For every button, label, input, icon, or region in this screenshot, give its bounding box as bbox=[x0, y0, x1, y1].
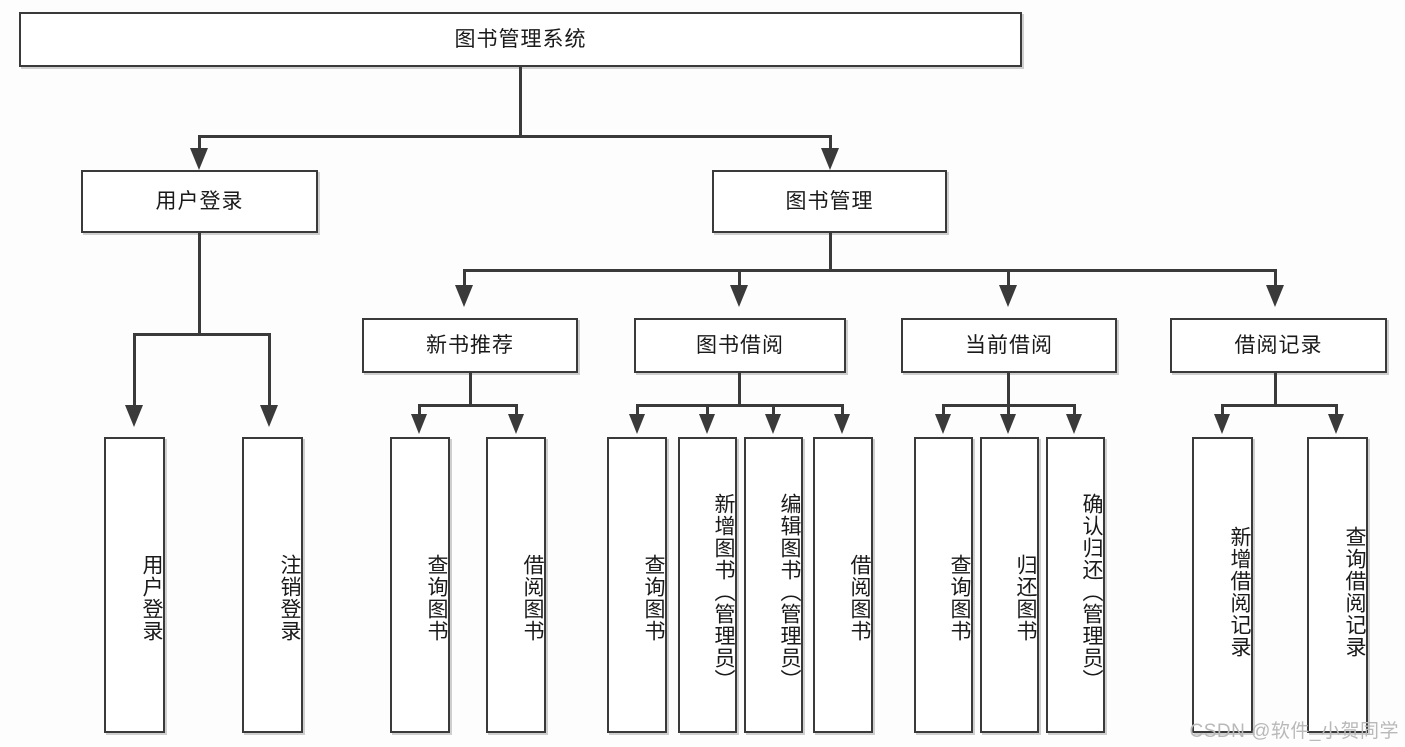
node-current-borrow-label: 当前借阅 bbox=[965, 333, 1053, 357]
arrow-to-book-management bbox=[821, 148, 839, 170]
watermark: CSDN @软件_小贺同学 bbox=[1189, 721, 1399, 742]
arrow-to-leaf-add-record bbox=[1214, 414, 1230, 434]
connector-br-drop-1 bbox=[1221, 404, 1224, 416]
leaf-user-login[interactable]: 用户登录 bbox=[104, 437, 165, 733]
node-root[interactable]: 图书管理系统 bbox=[19, 12, 1022, 67]
connector-bb-drop-4 bbox=[841, 404, 844, 416]
arrow-to-book-borrow bbox=[730, 285, 748, 307]
node-book-borrow[interactable]: 图书借阅 bbox=[634, 318, 846, 373]
node-borrow-record[interactable]: 借阅记录 bbox=[1170, 318, 1387, 373]
leaf-query-book-3[interactable]: 查询图书 bbox=[914, 437, 973, 733]
leaf-borrow-book-2[interactable]: 借阅图书 bbox=[813, 437, 873, 733]
connector-bb-drop-2 bbox=[706, 404, 709, 416]
arrow-to-leaf-borrow-book-2 bbox=[834, 414, 850, 434]
connector-level2-drop-2 bbox=[738, 269, 741, 287]
connector-user-login-bus bbox=[133, 333, 271, 336]
connector-book-management-stem bbox=[829, 233, 832, 272]
leaf-confirm-return[interactable]: 确认归还（管理员） bbox=[1046, 437, 1105, 733]
connector-root-stem bbox=[519, 67, 522, 137]
connector-cb-stem bbox=[1007, 373, 1010, 407]
connector-level2-bus bbox=[463, 269, 1277, 272]
connector-cb-drop-1 bbox=[942, 404, 945, 416]
connector-level1-bus bbox=[198, 135, 832, 138]
connector-user-login-drop-right bbox=[268, 333, 271, 407]
connector-nbr-stem bbox=[469, 373, 472, 407]
connector-nbr-drop-1 bbox=[418, 404, 421, 416]
leaf-query-book-1-label: 查询图书 bbox=[425, 554, 448, 642]
node-book-management-label: 图书管理 bbox=[785, 189, 874, 213]
leaf-query-record-label: 查询借阅记录 bbox=[1343, 526, 1366, 658]
leaf-confirm-return-label: 确认归还（管理员） bbox=[1080, 493, 1103, 691]
arrow-to-leaf-add-book bbox=[699, 414, 715, 434]
connector-level1-drop-right bbox=[829, 135, 832, 153]
node-user-login-label: 用户登录 bbox=[155, 189, 244, 213]
node-book-borrow-label: 图书借阅 bbox=[696, 333, 784, 357]
leaf-query-book-1[interactable]: 查询图书 bbox=[390, 437, 450, 733]
connector-level2-drop-1 bbox=[463, 269, 466, 287]
leaf-query-book-3-label: 查询图书 bbox=[948, 554, 971, 642]
node-borrow-record-label: 借阅记录 bbox=[1234, 333, 1323, 357]
connector-level2-drop-4 bbox=[1274, 269, 1277, 287]
connector-bb-drop-3 bbox=[772, 404, 775, 416]
connector-cb-drop-3 bbox=[1073, 404, 1076, 416]
connector-bb-bus bbox=[636, 404, 844, 407]
arrow-to-leaf-query-book-1 bbox=[411, 414, 427, 434]
leaf-query-book-2[interactable]: 查询图书 bbox=[607, 437, 667, 733]
leaf-add-book[interactable]: 新增图书（管理员） bbox=[678, 437, 737, 733]
node-current-borrow[interactable]: 当前借阅 bbox=[901, 318, 1117, 373]
arrow-to-leaf-return-book bbox=[1000, 414, 1016, 434]
leaf-return-book[interactable]: 归还图书 bbox=[980, 437, 1039, 733]
arrow-to-leaf-borrow-book-1 bbox=[508, 414, 524, 434]
leaf-query-book-2-label: 查询图书 bbox=[642, 554, 665, 642]
arrow-to-leaf-query-record bbox=[1328, 414, 1344, 434]
node-new-book-recommend[interactable]: 新书推荐 bbox=[362, 318, 578, 373]
arrow-to-leaf-query-book-3 bbox=[935, 414, 951, 434]
leaf-edit-book[interactable]: 编辑图书（管理员） bbox=[744, 437, 803, 733]
arrow-to-leaf-query-book-2 bbox=[629, 414, 645, 434]
connector-bb-stem bbox=[738, 373, 741, 407]
node-root-label: 图书管理系统 bbox=[454, 27, 587, 51]
connector-nbr-bus bbox=[418, 404, 518, 407]
leaf-borrow-book-2-label: 借阅图书 bbox=[848, 554, 871, 642]
arrow-to-user-login bbox=[190, 148, 208, 170]
connector-bb-drop-1 bbox=[636, 404, 639, 416]
leaf-user-login-label: 用户登录 bbox=[140, 554, 163, 642]
connector-nbr-drop-2 bbox=[515, 404, 518, 416]
leaf-user-logout[interactable]: 注销登录 bbox=[242, 437, 303, 733]
leaf-edit-book-label: 编辑图书（管理员） bbox=[778, 493, 801, 691]
connector-cb-drop-2 bbox=[1007, 404, 1010, 416]
leaf-add-record-label: 新增借阅记录 bbox=[1228, 526, 1251, 658]
leaf-borrow-book-1-label: 借阅图书 bbox=[521, 554, 544, 642]
leaf-user-logout-label: 注销登录 bbox=[278, 554, 301, 642]
arrow-to-leaf-edit-book bbox=[765, 414, 781, 434]
arrow-to-leaf-user-login bbox=[125, 405, 143, 427]
leaf-add-book-label: 新增图书（管理员） bbox=[712, 493, 735, 691]
connector-br-stem bbox=[1274, 373, 1277, 407]
arrow-to-borrow-record bbox=[1266, 285, 1284, 307]
arrow-to-leaf-confirm-return bbox=[1066, 414, 1082, 434]
connector-br-drop-2 bbox=[1335, 404, 1338, 416]
node-new-book-recommend-label: 新书推荐 bbox=[426, 333, 514, 357]
connector-level2-drop-3 bbox=[1007, 269, 1010, 287]
connector-user-login-drop-left bbox=[133, 333, 136, 407]
arrow-to-leaf-user-logout bbox=[260, 405, 278, 427]
arrow-to-current-borrow bbox=[999, 285, 1017, 307]
leaf-return-book-label: 归还图书 bbox=[1014, 554, 1037, 642]
connector-level1-drop-left bbox=[198, 135, 201, 153]
leaf-borrow-book-1[interactable]: 借阅图书 bbox=[486, 437, 546, 733]
leaf-add-record[interactable]: 新增借阅记录 bbox=[1192, 437, 1253, 733]
leaf-query-record[interactable]: 查询借阅记录 bbox=[1307, 437, 1368, 733]
connector-br-bus bbox=[1221, 404, 1338, 407]
arrow-to-new-book-recommend bbox=[455, 285, 473, 307]
connector-user-login-stem bbox=[198, 233, 201, 336]
node-book-management[interactable]: 图书管理 bbox=[712, 170, 947, 233]
node-user-login[interactable]: 用户登录 bbox=[81, 170, 318, 233]
